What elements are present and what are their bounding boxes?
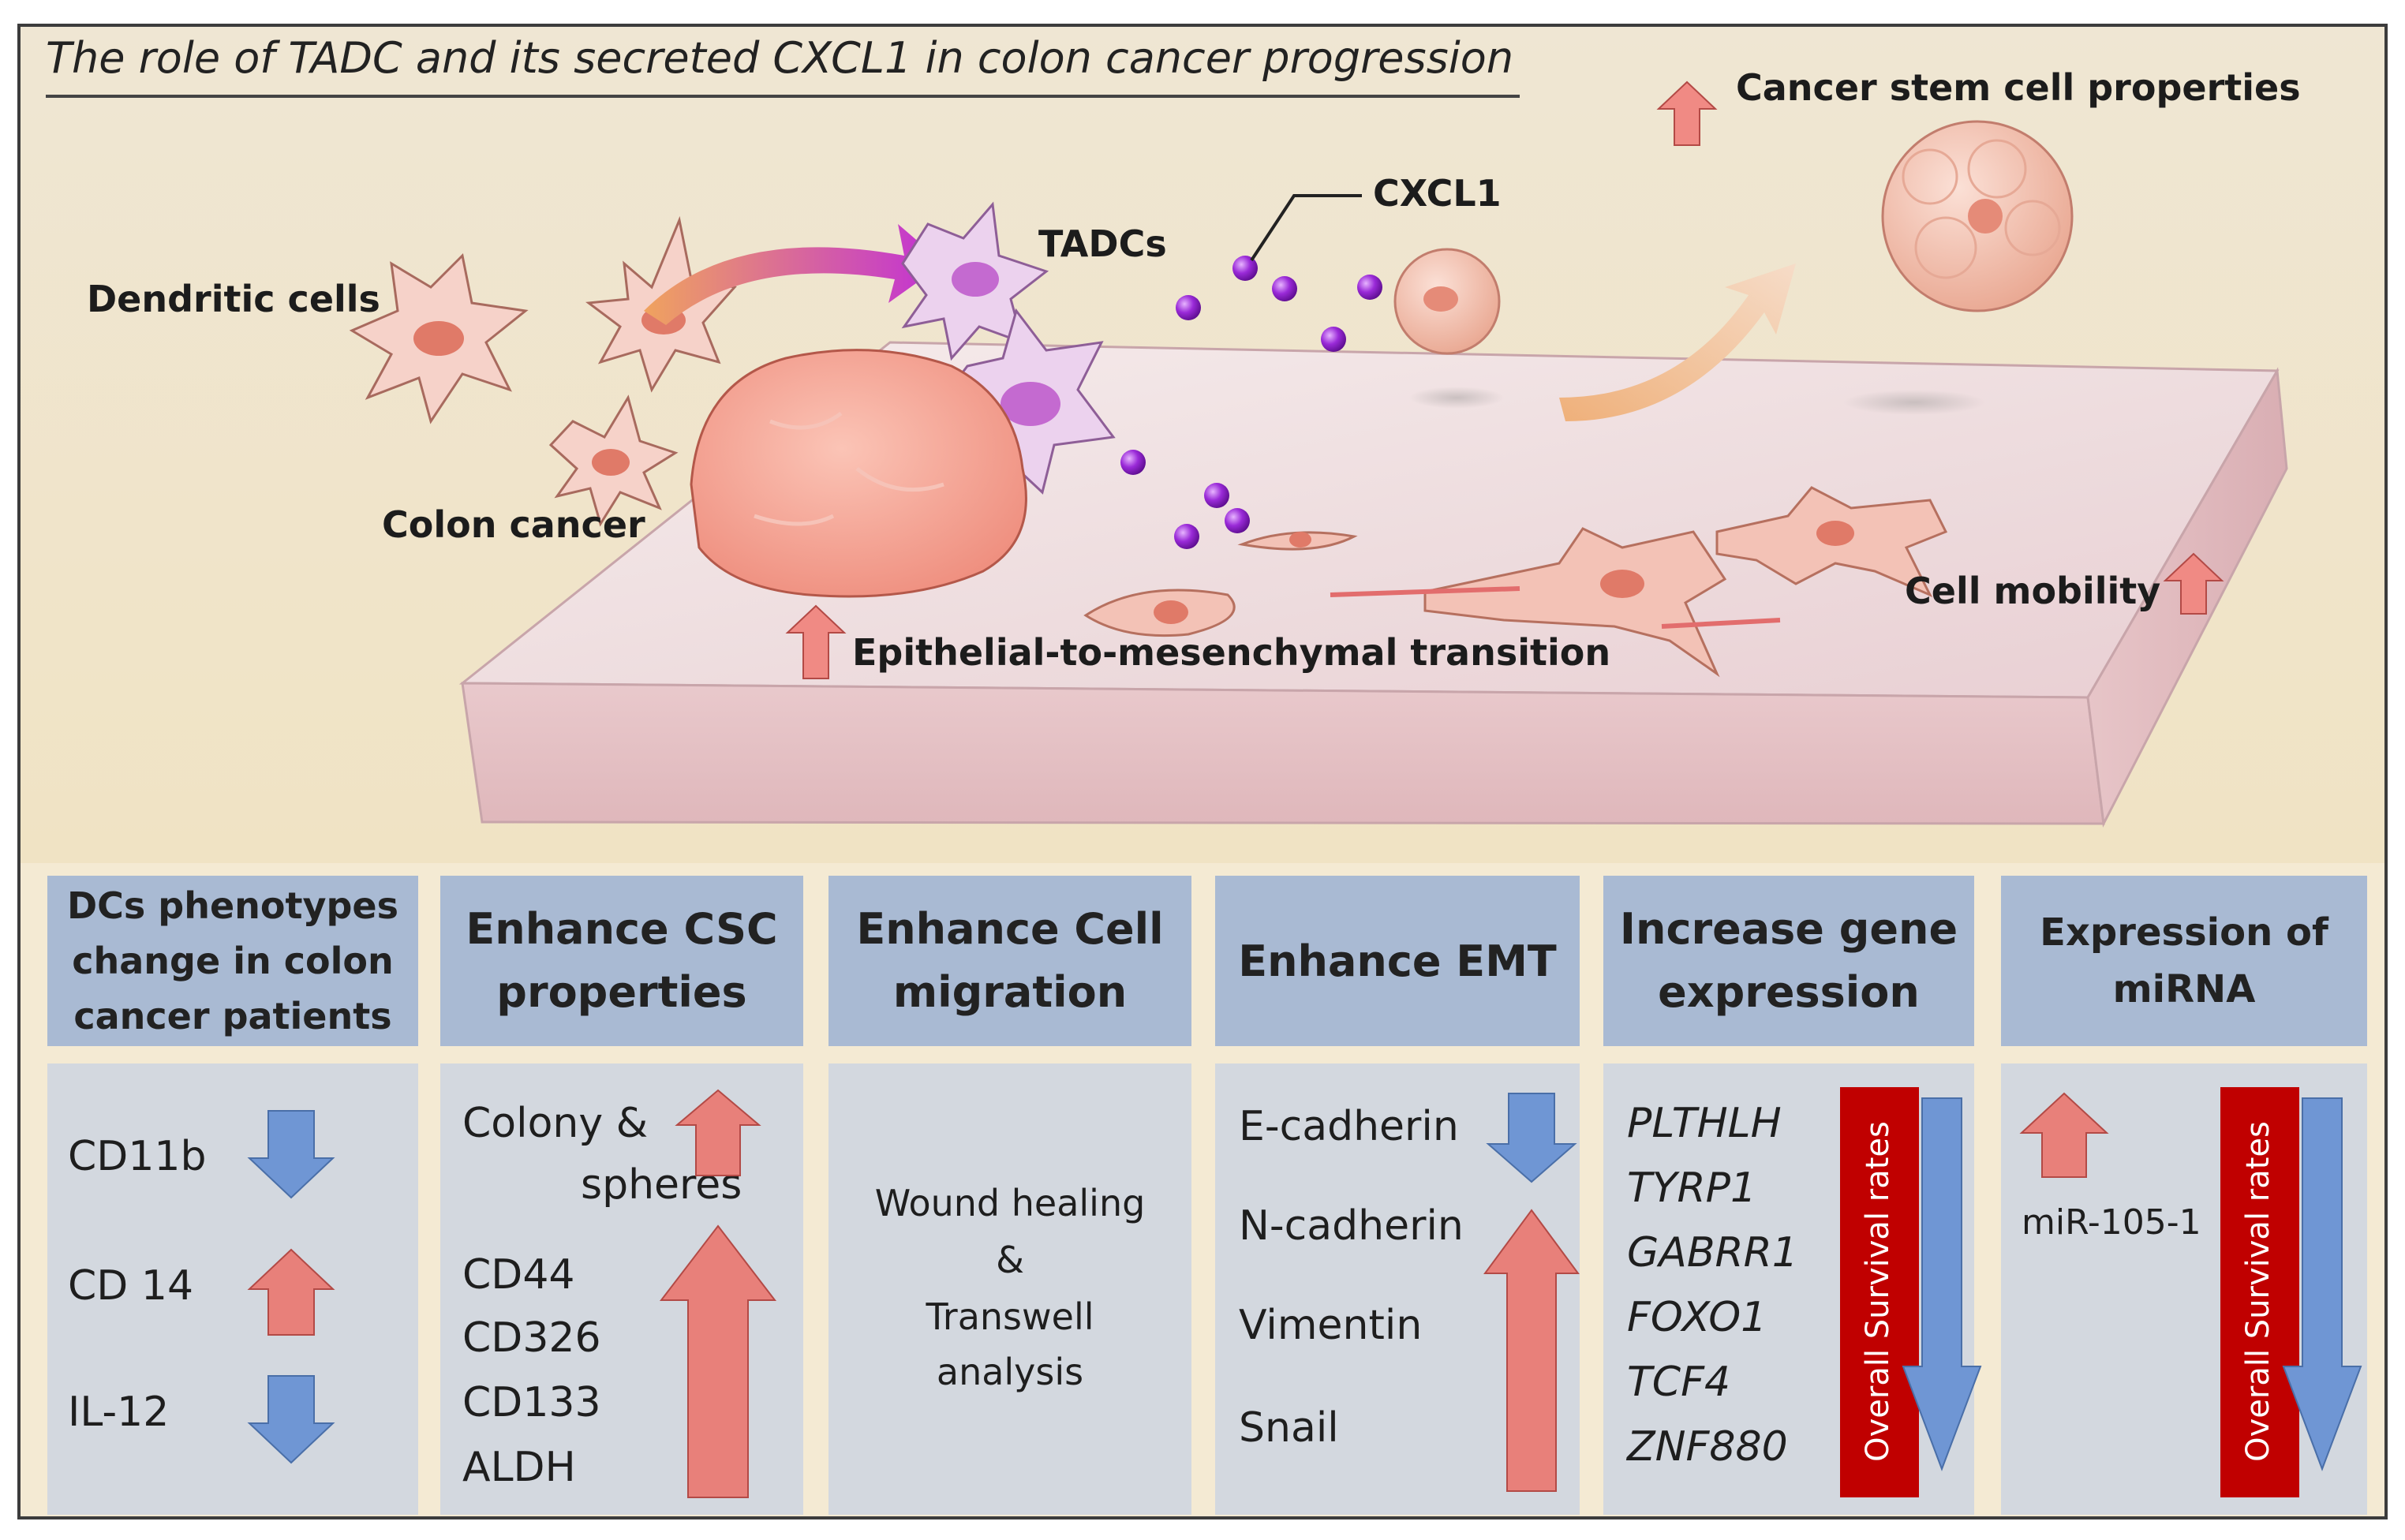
header-line: Enhance CSC [466, 904, 778, 954]
panel5-arrows [1902, 1097, 1982, 1471]
cxcl1-chemokines [1120, 256, 1382, 549]
figure-title: The role of TADC and its secreted CXCL1 … [46, 33, 1514, 83]
marker-cd11b: CD11b [68, 1133, 207, 1180]
cancer-stem-cell-sphere [1881, 120, 2074, 312]
mirna-up-arrow [2019, 1092, 2109, 1178]
label-tadcs: TADCs [1038, 222, 1167, 265]
epithelial-cell [1083, 589, 1236, 637]
header-line: Enhance EMT [1238, 936, 1557, 986]
header-line: Increase gene [1619, 904, 1958, 954]
marker-n-cadherin: N-cadherin [1239, 1202, 1464, 1250]
marker-snail: Snail [1239, 1404, 1339, 1452]
marker-cd44: CD44 [462, 1251, 575, 1299]
assay-analysis: analysis [936, 1351, 1084, 1393]
label-dendritic-cells: Dendritic cells [87, 278, 380, 320]
differentiation-arrow [644, 224, 944, 325]
label-csc-properties: Cancer stem cell properties [1736, 66, 2301, 109]
marker-aldh: ALDH [462, 1444, 576, 1491]
csc-transition-arrow [1559, 264, 1796, 421]
marker-vimentin: Vimentin [1239, 1302, 1423, 1349]
title-underline [46, 95, 1520, 98]
item-colony: Colony & [462, 1100, 649, 1147]
gene-tcf4: TCF4 [1627, 1359, 1731, 1406]
e-cadherin-down-arrow [1486, 1093, 1577, 1183]
il12-down-arrow [247, 1375, 335, 1464]
gene-tyrp1: TYRP1 [1627, 1164, 1757, 1212]
assay-transwell: Transwell [926, 1295, 1094, 1338]
cancer-cell [1393, 248, 1501, 355]
header-dc-phenotypes: DCs phenotypes change in colon cancer pati… [47, 876, 418, 1046]
header-line: DCs phenotypes [66, 884, 399, 927]
tadc-cell [901, 201, 1049, 361]
emt-up-arrow [785, 604, 847, 679]
figure-frame: The role of TADC and its secreted CXCL1 … [17, 24, 2388, 1519]
survival-bar [2220, 1087, 2299, 1497]
gene-foxo1: FOXO1 [1627, 1294, 1767, 1341]
csc-up-arrow [1656, 80, 1718, 146]
header-line: properties [496, 967, 747, 1017]
mirna-105-1: miR-105-1 [2022, 1202, 2201, 1243]
cxcl1-pointer [1250, 194, 1362, 262]
assay-and: & [996, 1239, 1024, 1281]
dendritic-cell [548, 394, 679, 527]
marker-cd326: CD326 [462, 1314, 601, 1362]
panel6-arrows [2282, 1097, 2362, 1471]
mesenchymal-cell [1330, 527, 1781, 678]
mirna-up-arrow-wrap [2019, 1092, 2109, 1178]
survival-bar-label: Overall Survival rates [2240, 1121, 2276, 1462]
panel4-arrows [1483, 1093, 1580, 1492]
panel-enhance-csc: Colony & spheres CD44 CD326 CD133 ALDH [440, 1063, 803, 1515]
illustration [21, 27, 2384, 863]
header-enhance-migration: Enhance Cell migration [828, 876, 1191, 1046]
label-cell-mobility: Cell mobility [1905, 570, 2161, 612]
marker-cd133: CD133 [462, 1379, 601, 1426]
header-line: migration [892, 967, 1128, 1017]
panel1-arrows [247, 1110, 335, 1464]
label-colon-cancer: Colon cancer [382, 503, 645, 546]
header-enhance-csc: Enhance CSC properties [440, 876, 803, 1046]
epithelial-cell [1237, 531, 1358, 551]
marker-il12: IL-12 [68, 1389, 170, 1436]
cd11b-down-arrow [247, 1110, 335, 1199]
header-line: Enhance Cell [856, 904, 1164, 954]
panel-gene-expression: PLTHLH TYRP1 GABRR1 FOXO1 TCF4 ZNF880 Ov… [1603, 1063, 1982, 1515]
assay-wound-healing: Wound healing [874, 1182, 1146, 1224]
mesenchymal-markers-up-arrow [1483, 1209, 1580, 1492]
colony-up-arrow [675, 1089, 761, 1176]
label-cxcl1: CXCL1 [1373, 172, 1502, 215]
header-line: change in colon [72, 940, 394, 982]
gene-gabrr1: GABRR1 [1627, 1229, 1798, 1276]
header-enhance-emt: Enhance EMT [1215, 876, 1580, 1046]
survival-down-arrow [1902, 1097, 1982, 1471]
marker-e-cadherin: E-cadherin [1239, 1103, 1459, 1150]
panel-mirna: miR-105-1 Overall Survival rates [2001, 1063, 2367, 1515]
panel-enhance-migration: Wound healing & Transwell analysis [828, 1063, 1191, 1515]
survival-down-arrow [2282, 1097, 2362, 1471]
cd14-up-arrow [247, 1248, 335, 1336]
survival-bar [1840, 1087, 1919, 1497]
label-emt: Epithelial-to-mesenchymal transition [852, 631, 1611, 674]
marker-cd14: CD 14 [68, 1262, 194, 1310]
colon-cancer-tumor [690, 349, 1027, 598]
header-line: Expression of [2040, 910, 2328, 955]
mesenchymal-cell [1715, 486, 1948, 597]
panel2-arrows [659, 1089, 777, 1498]
header-line: miRNA [2112, 967, 2256, 1011]
header-mirna: Expression of miRNA [2001, 876, 2367, 1046]
gene-znf880: ZNF880 [1627, 1423, 1788, 1471]
csc-markers-up-arrow [659, 1224, 777, 1498]
panel-dc-phenotypes: CD11b CD 14 IL-12 [47, 1063, 418, 1515]
survival-bar-label: Overall Survival rates [1860, 1121, 1896, 1462]
gene-plthlh: PLTHLH [1627, 1100, 1782, 1147]
header-line: expression [1658, 967, 1920, 1017]
panel-enhance-emt: E-cadherin N-cadherin Vimentin Snail [1215, 1063, 1580, 1515]
header-gene-expression: Increase gene expression [1603, 876, 1974, 1046]
dendritic-cell [349, 252, 529, 424]
mobility-up-arrow [2163, 552, 2224, 615]
header-line: cancer patients [73, 995, 392, 1037]
